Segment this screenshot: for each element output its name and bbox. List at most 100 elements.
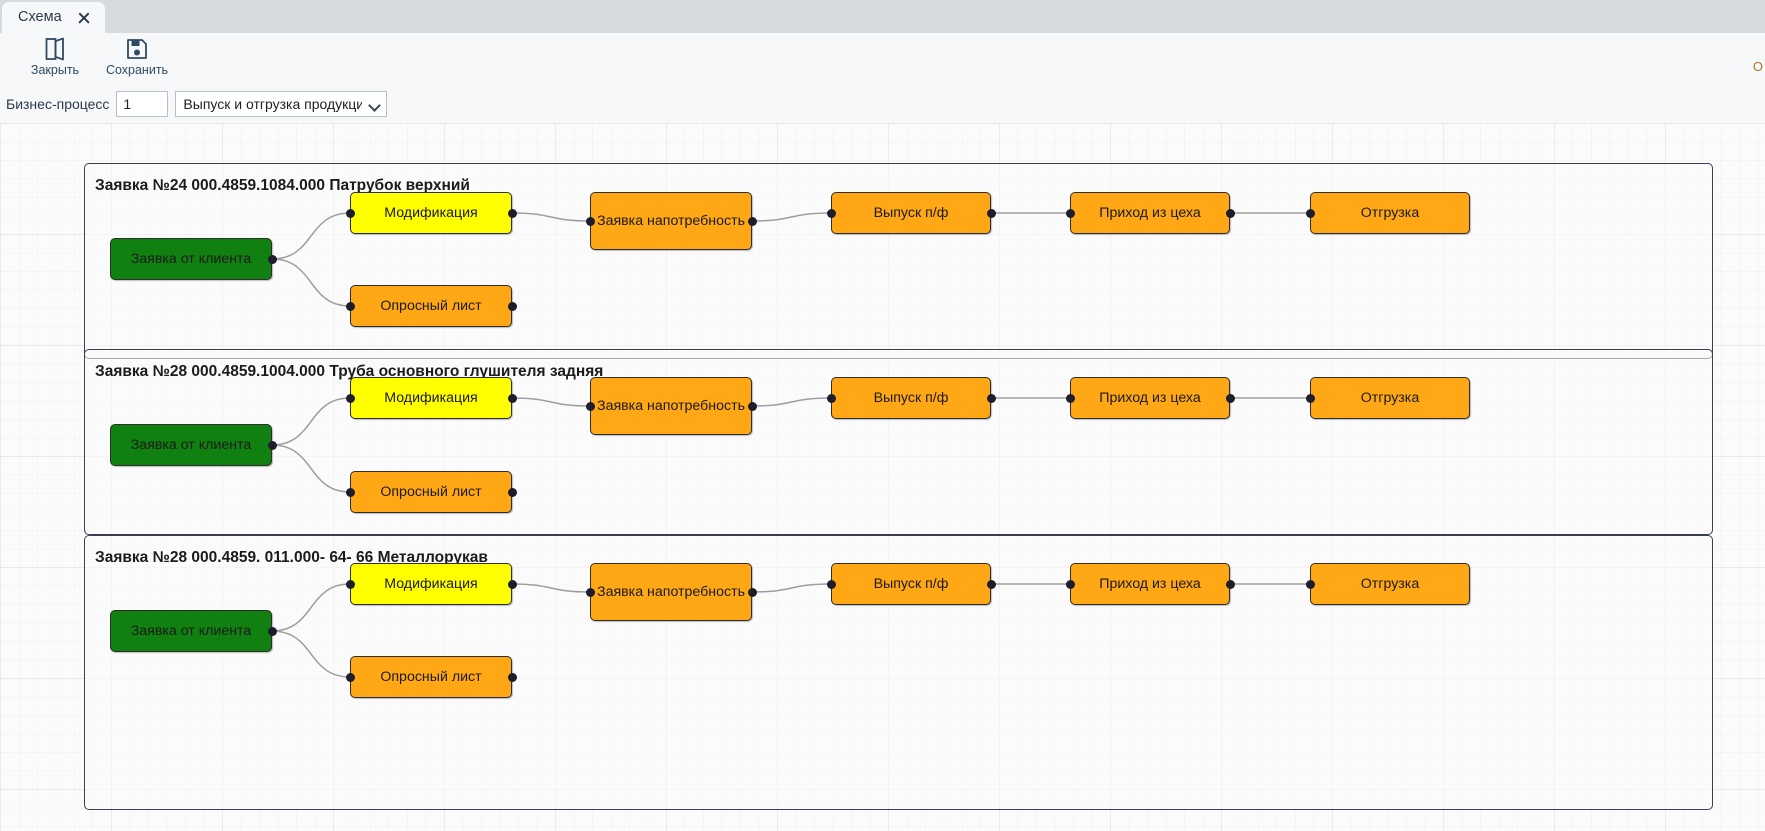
business-process-select[interactable]: Выпуск и отгрузка продукции <box>175 91 388 117</box>
node-port-right[interactable] <box>507 208 517 218</box>
node-port-left[interactable] <box>585 587 595 597</box>
node-port-right[interactable] <box>747 216 757 226</box>
door-exit-icon <box>44 36 66 62</box>
diagram-node-label: Выпуск п/ф <box>873 575 949 592</box>
diagram-node[interactable]: Отгрузка <box>1310 377 1470 419</box>
diagram-node-label: Приход из цеха <box>1099 575 1201 592</box>
node-port-left[interactable] <box>1305 579 1315 589</box>
tab-schema[interactable]: Схема <box>2 2 105 33</box>
business-process-bar: Бизнес-процесс 1 Выпуск и отгрузка проду… <box>0 85 1765 123</box>
diagram-canvas[interactable]: Заявка №24 000.4859.1084.000 Патрубок ве… <box>0 123 1765 831</box>
node-port-right[interactable] <box>507 672 517 682</box>
node-port-right[interactable] <box>1225 579 1235 589</box>
diagram-node-label: Модификация <box>384 575 478 592</box>
node-port-left[interactable] <box>826 208 836 218</box>
node-port-left[interactable] <box>345 301 355 311</box>
node-port-left[interactable] <box>345 487 355 497</box>
node-port-left[interactable] <box>1065 208 1075 218</box>
diagram-node[interactable]: Опросный лист <box>350 285 512 327</box>
diagram-node-label: Заявка на <box>597 397 663 414</box>
swimlane-title: Заявка №28 000.4859.1004.000 Труба основ… <box>95 363 604 380</box>
diagram-root: Заявка №24 000.4859.1084.000 Патрубок ве… <box>0 123 1765 831</box>
diagram-node[interactable]: Приход из цеха <box>1070 377 1230 419</box>
diagram-node-label: Опросный лист <box>380 668 482 685</box>
diagram-node[interactable]: Выпуск п/ф <box>831 563 991 605</box>
save-button[interactable]: Сохранить <box>96 33 178 85</box>
diagram-node[interactable]: Модификация <box>350 192 512 234</box>
node-port-left[interactable] <box>345 672 355 682</box>
toolbar: Закрыть Сохранить О <box>0 33 1765 85</box>
node-port-left[interactable] <box>345 208 355 218</box>
node-port-right[interactable] <box>507 487 517 497</box>
node-port-right[interactable] <box>986 208 996 218</box>
diagram-node[interactable]: Отгрузка <box>1310 192 1470 234</box>
node-port-left[interactable] <box>585 216 595 226</box>
diagram-node[interactable]: Модификация <box>350 377 512 419</box>
diagram-node[interactable]: Опросный лист <box>350 656 512 698</box>
node-port-right[interactable] <box>267 254 277 264</box>
close-button[interactable]: Закрыть <box>14 33 96 85</box>
diagram-node-label: Выпуск п/ф <box>873 389 949 406</box>
diagram-node-label: Приход из цеха <box>1099 204 1201 221</box>
node-port-left[interactable] <box>1305 208 1315 218</box>
node-port-right[interactable] <box>267 440 277 450</box>
tab-schema-label: Схема <box>18 9 62 25</box>
diagram-node-label: Приход из цеха <box>1099 389 1201 406</box>
node-port-left[interactable] <box>345 393 355 403</box>
diagram-node[interactable]: Опросный лист <box>350 471 512 513</box>
close-button-label: Закрыть <box>30 63 80 77</box>
chevron-down-icon[interactable] <box>368 99 382 112</box>
diagram-node[interactable]: Выпуск п/ф <box>831 377 991 419</box>
diagram-node-label: потребность <box>662 583 745 600</box>
diagram-node[interactable]: Приход из цеха <box>1070 192 1230 234</box>
node-port-left[interactable] <box>1065 393 1075 403</box>
save-button-label: Сохранить <box>105 63 169 77</box>
diagram-node[interactable]: Модификация <box>350 563 512 605</box>
node-port-right[interactable] <box>507 579 517 589</box>
diagram-node-label: Отгрузка <box>1360 204 1420 221</box>
node-port-left[interactable] <box>826 579 836 589</box>
business-process-number-input[interactable]: 1 <box>116 91 169 117</box>
diagram-node[interactable]: Заявка от клиента <box>110 238 272 280</box>
diagram-node[interactable]: Приход из цеха <box>1070 563 1230 605</box>
diagram-node[interactable]: Отгрузка <box>1310 563 1470 605</box>
node-port-left[interactable] <box>1305 393 1315 403</box>
diagram-node[interactable]: Заявка от клиента <box>110 424 272 466</box>
node-port-right[interactable] <box>507 301 517 311</box>
swimlane-title: Заявка №28 000.4859. 011.000- 64- 66 Мет… <box>95 549 488 566</box>
diagram-node-label: потребность <box>662 397 745 414</box>
node-port-left[interactable] <box>826 393 836 403</box>
business-process-select-value: Выпуск и отгрузка продукции <box>183 96 363 112</box>
node-port-right[interactable] <box>747 587 757 597</box>
diagram-node-label: Отгрузка <box>1360 389 1420 406</box>
tab-strip: Схема <box>0 0 1765 33</box>
close-icon[interactable] <box>76 10 91 25</box>
diagram-node-label: Отгрузка <box>1360 575 1420 592</box>
node-port-left[interactable] <box>1065 579 1075 589</box>
diagram-node-label: Заявка на <box>597 212 663 229</box>
diagram-node[interactable]: Выпуск п/ф <box>831 192 991 234</box>
node-port-right[interactable] <box>1225 393 1235 403</box>
diagram-node[interactable]: Заявка от клиента <box>110 610 272 652</box>
swimlane-title: Заявка №24 000.4859.1084.000 Патрубок ве… <box>95 177 470 194</box>
diagram-node-label: Опросный лист <box>380 297 482 314</box>
node-port-left[interactable] <box>345 579 355 589</box>
business-process-label: Бизнес-процесс <box>6 96 110 112</box>
diagram-node-label: Опросный лист <box>380 483 482 500</box>
node-port-right[interactable] <box>986 579 996 589</box>
diagram-node-label: Модификация <box>384 204 478 221</box>
diagram-node-label: Модификация <box>384 389 478 406</box>
node-port-right[interactable] <box>507 393 517 403</box>
diagram-node-label: Заявка от клиента <box>130 250 252 267</box>
floppy-disk-save-icon <box>126 36 148 62</box>
node-port-right[interactable] <box>267 626 277 636</box>
node-port-right[interactable] <box>747 401 757 411</box>
node-port-left[interactable] <box>585 401 595 411</box>
ribbon-corner-text: О <box>1752 59 1763 74</box>
node-port-right[interactable] <box>986 393 996 403</box>
diagram-node-label: Заявка на <box>597 583 663 600</box>
node-port-right[interactable] <box>1225 208 1235 218</box>
